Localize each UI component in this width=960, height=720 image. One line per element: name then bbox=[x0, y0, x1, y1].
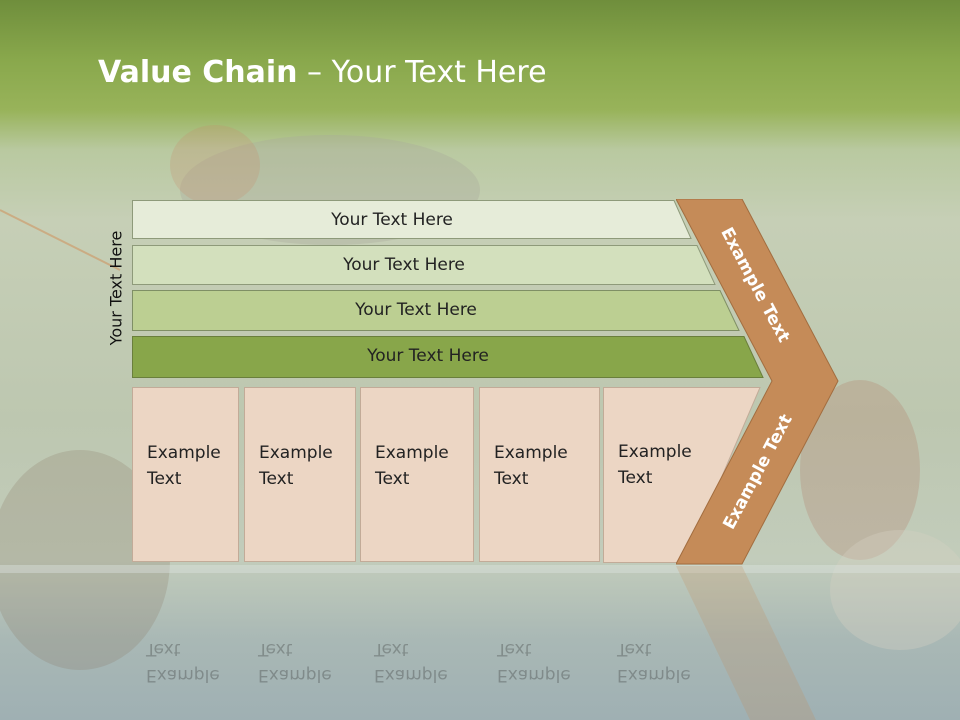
bar-2-label: Your Text Here bbox=[343, 254, 465, 275]
bar-1: Your Text Here bbox=[132, 200, 692, 239]
bar-4-label: Your Text Here bbox=[367, 345, 489, 366]
example-box-1: Example Text bbox=[132, 387, 239, 562]
bar-3: Your Text Here bbox=[132, 290, 740, 331]
bar-1-label: Your Text Here bbox=[331, 209, 453, 230]
example-box-4-label: Example Text bbox=[494, 443, 568, 489]
example-box-3: Example Text bbox=[360, 387, 474, 562]
example-box-5-label: Example Text bbox=[618, 442, 692, 488]
bar-3-label: Your Text Here bbox=[355, 299, 477, 320]
bar-2: Your Text Here bbox=[132, 245, 716, 285]
example-box-4: Example Text bbox=[479, 387, 600, 562]
reflection-4: Example Text bbox=[497, 639, 571, 685]
reflection-2: Example Text bbox=[258, 639, 332, 685]
example-box-2-label: Example Text bbox=[259, 443, 333, 489]
slide-title: Value Chain – Your Text Here bbox=[98, 55, 547, 90]
title-rest: – Your Text Here bbox=[297, 55, 547, 90]
chevron-reflection bbox=[676, 566, 816, 720]
title-bold: Value Chain bbox=[98, 55, 298, 90]
example-box-3-label: Example Text bbox=[375, 443, 449, 489]
reflection-3: Example Text bbox=[374, 639, 448, 685]
chevron-arrow bbox=[676, 199, 839, 565]
bar-4: Your Text Here bbox=[132, 336, 764, 378]
example-box-2: Example Text bbox=[244, 387, 356, 562]
reflection-1: Example Text bbox=[146, 639, 220, 685]
side-label: Your Text Here bbox=[106, 230, 126, 346]
example-box-1-label: Example Text bbox=[147, 443, 221, 489]
